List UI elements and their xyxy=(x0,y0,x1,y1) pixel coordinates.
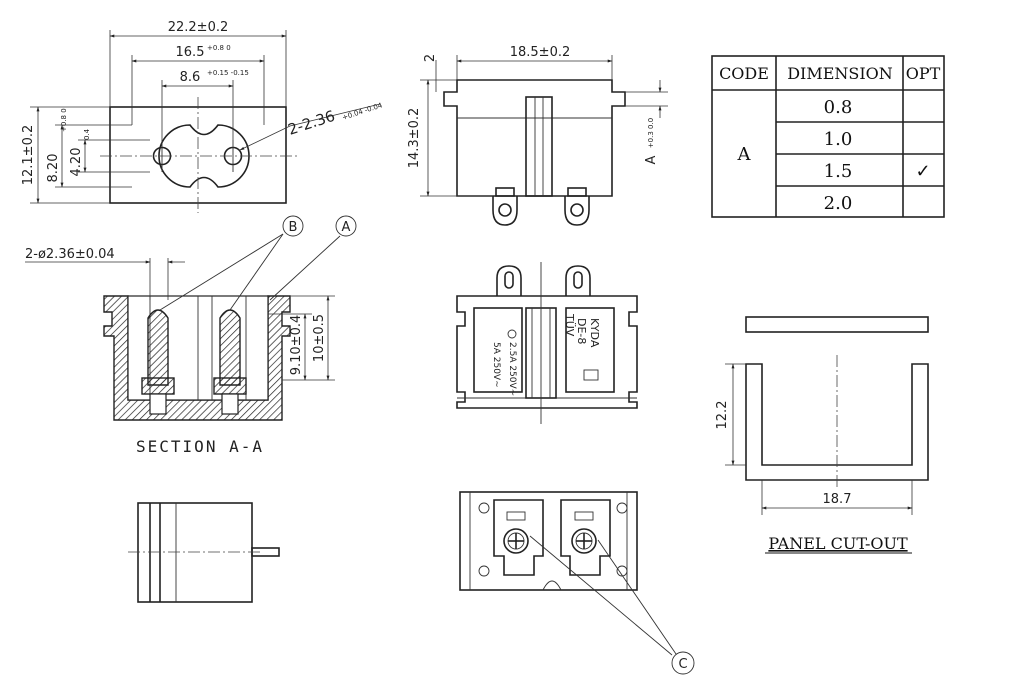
table-row-opt-checked: ✓ xyxy=(915,161,930,182)
bottom-view xyxy=(459,491,695,675)
dim-top-width: 22.2±0.2 xyxy=(168,20,229,35)
dim-side-height: 14.3±0.2 xyxy=(407,108,422,169)
dim-height-8-20: 8.20 xyxy=(46,154,61,183)
dim-side-a: A xyxy=(644,155,659,164)
table-header-opt: OPT xyxy=(906,64,941,83)
side-view xyxy=(420,55,668,226)
table-code: A xyxy=(737,144,752,165)
side-elevation-view xyxy=(128,502,280,603)
marking-cert: TÜV xyxy=(563,313,576,337)
table-row-dimension: 2.0 xyxy=(824,193,853,214)
dim-section-h1: 9.10±0.4 xyxy=(289,315,304,376)
marking-rating1: 2.5A 250V~ xyxy=(507,342,517,396)
table-row-dimension: 1.5 xyxy=(824,161,853,182)
dim-hole-tol: +0.04 -0.04 xyxy=(341,101,384,122)
dim-pin-outer: 16.5 xyxy=(176,45,205,60)
section-view xyxy=(25,215,357,421)
callout-c-label: C xyxy=(678,657,687,672)
dim-hole: 2-2.36 xyxy=(286,107,338,139)
table-header-dimension: DIMENSION xyxy=(787,64,893,83)
dim-pin-inner: 8.6 xyxy=(180,70,201,85)
dim-side-top: 2 xyxy=(423,54,438,62)
dim-height-8-20-tol: +0.8 0 xyxy=(60,108,68,132)
panel-cutout-label: PANEL CUT-OUT xyxy=(768,534,908,553)
dim-section-h2: 10±0.5 xyxy=(312,314,327,362)
dim-cutout-width: 18.7 xyxy=(823,492,852,507)
panel-cutout-view xyxy=(725,316,929,515)
dimension-table xyxy=(711,55,945,218)
section-label: SECTION A-A xyxy=(136,437,264,456)
dim-side-width: 18.5±0.2 xyxy=(510,45,571,60)
dim-side-a-tol: +0.3 0.0 xyxy=(647,118,655,148)
dim-height-4-20-tol: 0.4 xyxy=(83,128,91,140)
dim-pin-inner-tol: +0.15 -0.15 xyxy=(207,69,249,77)
table-row-dimension: 0.8 xyxy=(824,97,853,118)
callout-a-label: A xyxy=(342,220,351,235)
marking-brand: KYDA xyxy=(588,318,601,348)
marking-rating2: 5A 250V~ xyxy=(491,342,501,388)
dim-cutout-height: 12.2 xyxy=(715,401,730,430)
top-view xyxy=(30,30,381,213)
dim-pin-outer-tol: +0.8 0 xyxy=(207,44,231,52)
dim-height-4-20: 4.20 xyxy=(69,148,84,177)
table-header-code: CODE xyxy=(719,64,769,83)
callout-b-label: B xyxy=(289,220,298,235)
front-view xyxy=(456,262,638,424)
marking-model: DE-8 xyxy=(575,318,588,344)
table-row-dimension: 1.0 xyxy=(824,129,853,150)
dim-height-left: 12.1±0.2 xyxy=(21,125,36,186)
dim-section-dia: 2-ø2.36±0.04 xyxy=(25,247,115,262)
